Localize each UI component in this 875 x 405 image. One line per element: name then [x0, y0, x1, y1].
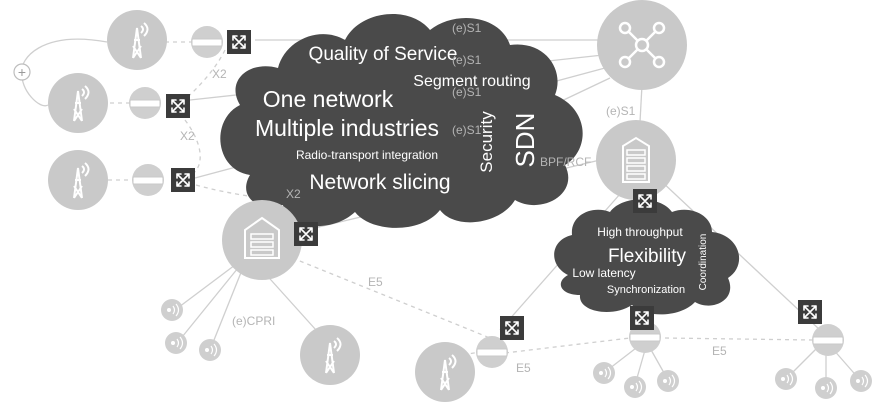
switch-icon	[798, 300, 822, 324]
signal-icon	[635, 380, 643, 394]
e5-link	[504, 337, 631, 354]
router-icon	[191, 38, 223, 47]
s1-link	[639, 84, 643, 123]
svg-text:+: +	[18, 64, 26, 80]
radio-node	[593, 362, 615, 384]
controller-hub-icon	[618, 21, 666, 69]
router-icon	[812, 336, 844, 345]
signal-icon	[826, 381, 834, 395]
label-es1-right: (e)S1	[606, 104, 636, 118]
cpri-link	[177, 267, 239, 343]
signal-icon	[786, 372, 794, 386]
cloud-text-radio-transport: Radio-transport integration	[296, 148, 438, 162]
sdn-controller-node	[597, 0, 687, 90]
switch-icon	[500, 316, 524, 340]
switch-boxes	[166, 30, 822, 340]
router-icon	[476, 348, 508, 357]
datacenter-node-left	[222, 200, 302, 280]
plus-icon: +	[13, 63, 31, 81]
label-es1: (e)S1	[452, 53, 482, 67]
label-es1: (e)S1	[452, 85, 482, 99]
radio-node	[775, 368, 797, 390]
label-ecpri: (e)CPRI	[232, 314, 275, 328]
main-cloud: Quality of Service Segment routing One n…	[220, 13, 583, 228]
router-icon	[629, 333, 661, 342]
antenna-tower-icon	[325, 337, 342, 374]
datacenter-icon	[622, 136, 650, 183]
cloud-text-coordination: Coordination	[698, 234, 709, 291]
label-es1: (e)S1	[452, 123, 482, 137]
switch-icon	[166, 94, 190, 118]
radio-node	[624, 376, 646, 398]
label-x2: X2	[286, 187, 301, 201]
cloud-text-one-network: One network	[263, 86, 394, 112]
tower-node-bottom-left	[300, 325, 360, 385]
radio-node	[199, 339, 221, 361]
link-dash	[195, 184, 321, 211]
cpri-link	[209, 269, 243, 351]
e5-link	[664, 337, 813, 341]
label-es1: (e)S1	[452, 21, 482, 35]
antenna-tower-icon	[132, 22, 149, 59]
datacenter-icon	[244, 216, 280, 259]
radio-node	[850, 370, 872, 392]
cloud-text-segment-routing: Segment routing	[413, 73, 530, 90]
radio-node	[161, 299, 183, 321]
signal-icon	[604, 366, 612, 380]
cloud-text-low-latency: Low latency	[572, 266, 635, 280]
switch-icon	[630, 306, 654, 330]
antenna-tower-icon	[73, 85, 90, 122]
switch-icon	[294, 222, 318, 246]
signal-icon	[210, 343, 218, 357]
label-x2: X2	[212, 67, 227, 81]
tower-node-bottom-mid	[415, 342, 475, 402]
tower-node-top	[107, 10, 167, 70]
cloud-text-network-slicing: Network slicing	[309, 171, 450, 194]
router-node	[132, 164, 164, 196]
switch-icon	[171, 168, 195, 192]
cpri-link	[174, 264, 236, 311]
tower-node-mid	[48, 73, 108, 133]
cloud-text-multiple-industries: Multiple industries	[255, 115, 439, 141]
signal-icon	[176, 336, 184, 350]
router-node	[812, 324, 844, 356]
router-node	[191, 26, 223, 58]
link	[659, 179, 821, 331]
radio-node	[657, 370, 679, 392]
cpri-link	[261, 269, 326, 341]
router-node	[476, 336, 508, 368]
cloud-text-synchronization: Synchronization	[607, 284, 685, 296]
link-labels: (e)S1 (e)S1 (e)S1 (e)S1 (e)S1 X2 X2 X2 B…	[180, 21, 727, 375]
router-node	[129, 87, 161, 119]
cloud-text-sdn: SDN	[510, 113, 540, 168]
e5-link	[284, 254, 496, 341]
signal-icon	[172, 303, 180, 317]
radio-nodes	[161, 299, 872, 399]
label-e5: E5	[368, 275, 383, 289]
signal-icon	[668, 374, 676, 388]
antenna-tower-icon	[440, 354, 457, 391]
radio-node	[165, 332, 187, 354]
router-icon	[132, 176, 164, 185]
antenna-tower-icon	[73, 162, 90, 199]
label-x2: X2	[180, 129, 195, 143]
cloud-text-security: Security	[477, 111, 496, 173]
label-e5: E5	[516, 361, 531, 375]
cloud-text-high-throughput: High throughput	[597, 225, 683, 239]
tower-node-low	[48, 150, 108, 210]
cloud-text-flexibility: Flexibility	[608, 246, 687, 267]
router-icon	[129, 99, 161, 108]
switch-icon	[633, 189, 657, 213]
link-dash	[184, 119, 201, 173]
label-bpf-rcf: BPF/RCF	[540, 155, 591, 169]
radio-node	[815, 377, 837, 399]
label-e5: E5	[712, 344, 727, 358]
small-cloud: High throughput Flexibility Low latency …	[554, 199, 740, 315]
signal-icon	[861, 374, 869, 388]
cloud-text-qos: Quality of Service	[309, 44, 458, 65]
switch-icon	[227, 30, 251, 54]
datacenter-node-right	[596, 120, 676, 200]
